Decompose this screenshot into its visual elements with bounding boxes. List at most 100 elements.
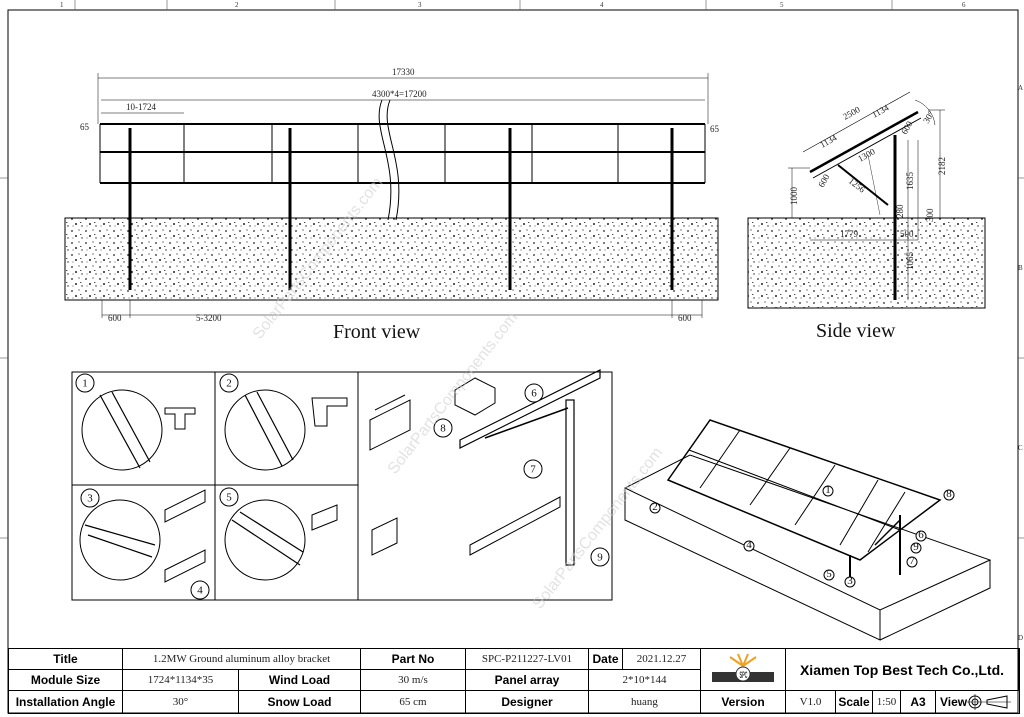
paper-size: A3 (901, 691, 936, 713)
part-no-value: SPC-P211227-LV01 (466, 649, 589, 670)
callout-circle (190, 580, 210, 600)
dim-post-height: 1635 (905, 172, 915, 191)
dim-total-height: 2182 (937, 157, 947, 175)
snow-load-value: 65 cm (361, 691, 466, 713)
callout-number: 2 (226, 378, 232, 390)
zone-markers (0, 0, 1024, 539)
callout-circle (524, 383, 544, 403)
dim-module-a: 1134 (818, 132, 839, 150)
wind-load-value: 30 m/s (361, 670, 466, 691)
callout-circle (75, 373, 95, 393)
zone-row-c: C (1018, 444, 1023, 452)
callout-circle (433, 418, 453, 438)
zone-col-3: 3 (418, 1, 422, 9)
zone-row-a: A (1018, 84, 1023, 92)
details-panel (71, 369, 613, 601)
dim-end-left: 600 (108, 313, 122, 323)
front-ground (64, 217, 719, 301)
callout-number: 5 (826, 568, 832, 580)
installation-angle-value: 30° (123, 691, 239, 713)
dim-ground: 300 (925, 208, 935, 222)
title-value: 1.2MW Ground aluminum alloy bracket (123, 649, 361, 670)
panel-array-label: Panel array (466, 670, 589, 691)
callout-circle (523, 459, 543, 479)
callout-number: 9 (597, 552, 603, 564)
zone-row-d: D (1018, 634, 1023, 642)
version-label: Version (701, 691, 786, 713)
isometric-view (623, 419, 992, 641)
dim-beam: 1300 (856, 146, 877, 164)
callout-circle (844, 576, 856, 588)
dim-embed: 1065 (905, 252, 915, 271)
projection-view: View (936, 691, 1019, 713)
zone-col-2: 2 (235, 1, 239, 9)
dim-module: 10-1724 (126, 102, 156, 112)
module-size-value: 1724*1134*35 (123, 670, 239, 691)
callout-circle (910, 542, 922, 554)
company-logo: SPC (701, 649, 786, 691)
dim-brace: 1256 (847, 176, 868, 195)
callout-circle (219, 487, 239, 507)
zone-col-6: 6 (962, 1, 966, 9)
callout-number: 8 (946, 488, 952, 500)
logo-text: SPC (740, 670, 748, 680)
side-view-label: Side view (816, 320, 896, 342)
callout-circle (906, 556, 918, 568)
dim-front-height: 1000 (789, 187, 799, 206)
dim-base: 1779 (840, 229, 859, 239)
zone-col-1: 1 (60, 1, 64, 9)
dim-foot: 280 (895, 204, 905, 218)
callout-circle (649, 502, 661, 514)
dim-length: 2500 (841, 104, 862, 122)
logo-icon: SPC (712, 653, 774, 682)
front-view-label: Front view (333, 321, 421, 343)
callout-number: 4 (197, 585, 203, 597)
company-name: Xiamen Top Best Tech Co.,Ltd. (786, 649, 1019, 691)
dim-post-base: 500 (900, 229, 914, 239)
view-label: View (940, 695, 968, 709)
callout-circle (943, 489, 955, 501)
front-view: 17330 4300*4=17200 10-1724 65 65 600 5-3… (64, 67, 720, 343)
side-view: 2500 1134 1134 30° 1300 1256 600 600 100… (747, 91, 986, 342)
title-block: Title 1.2MW Ground aluminum alloy bracke… (8, 648, 1020, 714)
dim-end-right: 600 (678, 313, 692, 323)
callout-circle (743, 540, 755, 552)
panel-array-value: 2*10*144 (589, 670, 701, 691)
dim-edge-right: 65 (710, 124, 720, 134)
designer-value: huang (589, 691, 701, 713)
callout-number: 3 (847, 575, 853, 587)
module-size-label: Module Size (9, 670, 123, 691)
zone-row-b: B (1018, 264, 1023, 272)
dim-edge-left: 65 (80, 122, 90, 132)
callout-number: 8 (440, 423, 446, 435)
callout-number: 4 (746, 539, 752, 551)
dim-angle: 30° (921, 109, 936, 125)
title-label: Title (9, 649, 123, 670)
callout-number: 3 (87, 493, 93, 505)
callout-number: 7 (530, 464, 536, 476)
zone-col-4: 4 (600, 1, 604, 9)
callout-number: 2 (652, 501, 658, 513)
part-no-label: Part No (361, 649, 466, 670)
callout-circle (590, 547, 610, 567)
scale-value: 1:50 (873, 691, 901, 713)
date-label: Date (589, 649, 623, 670)
callout-circle (823, 569, 835, 581)
callout-number: 9 (913, 541, 919, 553)
callout-number: 6 (918, 529, 924, 541)
designer-label: Designer (466, 691, 589, 713)
watermark: SolarPartsComponents.com (530, 444, 667, 612)
callout-number: 5 (226, 492, 232, 504)
date-value: 2021.12.27 (623, 649, 701, 670)
scale-label: Scale (836, 691, 873, 713)
dim-module-b: 1134 (870, 102, 891, 120)
version-value: V1.0 (786, 691, 836, 713)
first-angle-projection-icon (967, 694, 1012, 710)
callout-circle (915, 530, 927, 542)
dim-posts: 5-3200 (196, 313, 222, 323)
callout-circle (822, 485, 834, 497)
